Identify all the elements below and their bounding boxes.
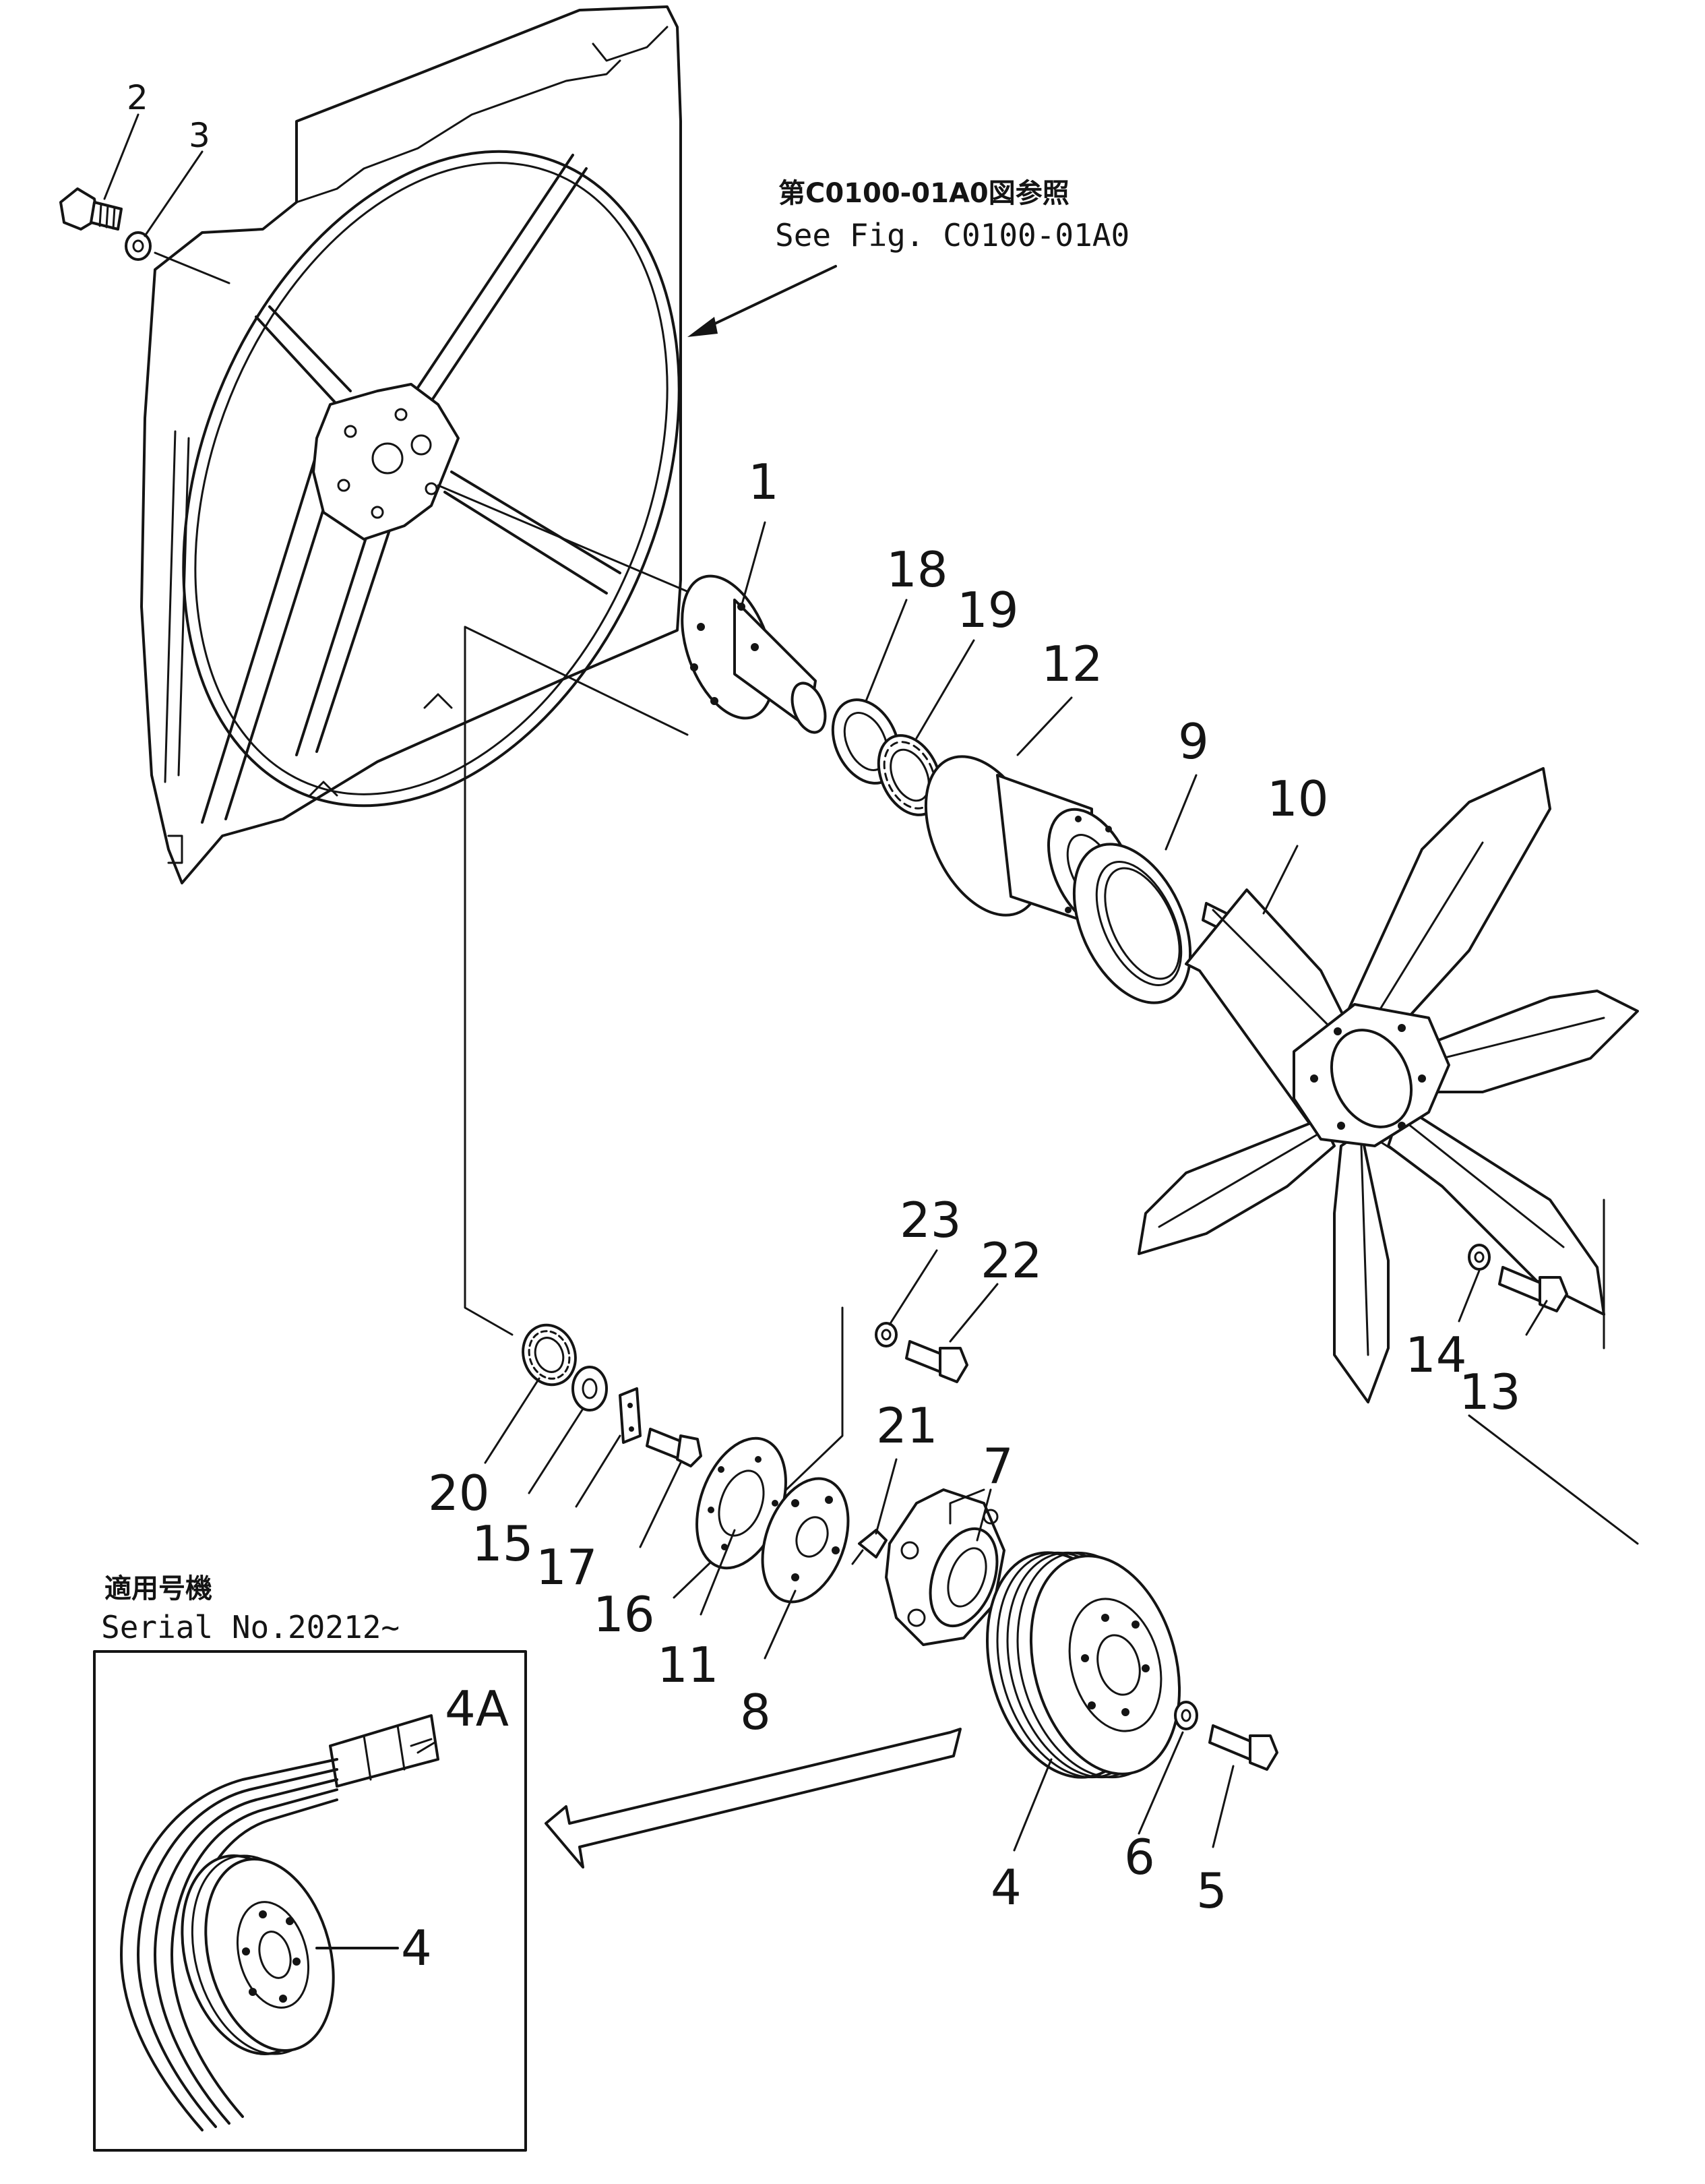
reference-note: 第C0100-01A0図参照 See Fig. C0100-01A0 xyxy=(687,178,1129,337)
serial-note-english: Serial No.20212~ xyxy=(101,1609,400,1645)
washer-23 xyxy=(875,1322,898,1347)
inset-box xyxy=(93,1650,527,2152)
label-13: 13 xyxy=(1459,1364,1521,1420)
hub-shaft-1 xyxy=(681,574,827,734)
label-4a: 4A xyxy=(445,1680,509,1737)
lock-plate-17 xyxy=(619,1387,642,1444)
washer-6 xyxy=(1174,1701,1198,1730)
label-9: 9 xyxy=(1178,713,1209,770)
label-4: 4 xyxy=(991,1859,1022,1916)
label-22: 22 xyxy=(981,1232,1043,1289)
grease-nipple-21 xyxy=(851,1529,888,1565)
label-12: 12 xyxy=(1041,636,1103,692)
reference-note-english: See Fig. C0100-01A0 xyxy=(775,217,1129,253)
flange-ring-9 xyxy=(1072,843,1192,1004)
label-6: 6 xyxy=(1124,1829,1155,1885)
reference-note-japanese: 第C0100-01A0図参照 xyxy=(778,178,1070,209)
washer-3 xyxy=(125,231,152,261)
bolt-5 xyxy=(1208,1724,1278,1771)
serial-note: 適用号機 Serial No.20212~ xyxy=(101,1573,400,1645)
label-10: 10 xyxy=(1267,770,1329,827)
pulley-4 xyxy=(985,1551,1181,1779)
label-23: 23 xyxy=(900,1192,962,1248)
label-21: 21 xyxy=(876,1397,938,1454)
cap-8 xyxy=(761,1477,850,1604)
label-19: 19 xyxy=(957,582,1019,638)
bracket-7 xyxy=(885,1488,1005,1646)
label-20: 20 xyxy=(428,1465,490,1521)
part-labels: 2 3 1 18 19 12 9 10 23 22 14 13 21 7 20 … xyxy=(127,78,1521,1976)
label-11: 11 xyxy=(657,1637,719,1693)
bearing-20 xyxy=(522,1323,577,1387)
label-2: 2 xyxy=(127,78,148,117)
label-17: 17 xyxy=(536,1539,598,1596)
label-18: 18 xyxy=(886,541,948,598)
bolt-2 xyxy=(59,187,123,231)
leader-lines xyxy=(103,113,1548,1852)
spacer-15 xyxy=(571,1366,608,1412)
label-1: 1 xyxy=(748,454,779,510)
label-7: 7 xyxy=(983,1438,1014,1494)
label-4-inset: 4 xyxy=(401,1920,432,1976)
serial-note-japanese: 適用号機 xyxy=(104,1573,212,1604)
bolt-2-axis xyxy=(154,251,230,284)
fan-shroud xyxy=(140,5,682,884)
bolt-16 xyxy=(646,1428,702,1467)
label-8: 8 xyxy=(740,1684,771,1740)
label-15: 15 xyxy=(472,1515,534,1572)
bolt-13 xyxy=(1498,1266,1568,1312)
bolt-22 xyxy=(905,1340,968,1383)
fan-blades xyxy=(1138,767,1639,1403)
label-3: 3 xyxy=(189,116,210,155)
label-16: 16 xyxy=(593,1586,655,1643)
guide-plane-left xyxy=(464,626,689,1336)
label-5: 5 xyxy=(1196,1862,1227,1919)
washer-14 xyxy=(1468,1244,1491,1271)
inset-arrow xyxy=(545,1728,962,1869)
label-14: 14 xyxy=(1405,1327,1467,1383)
